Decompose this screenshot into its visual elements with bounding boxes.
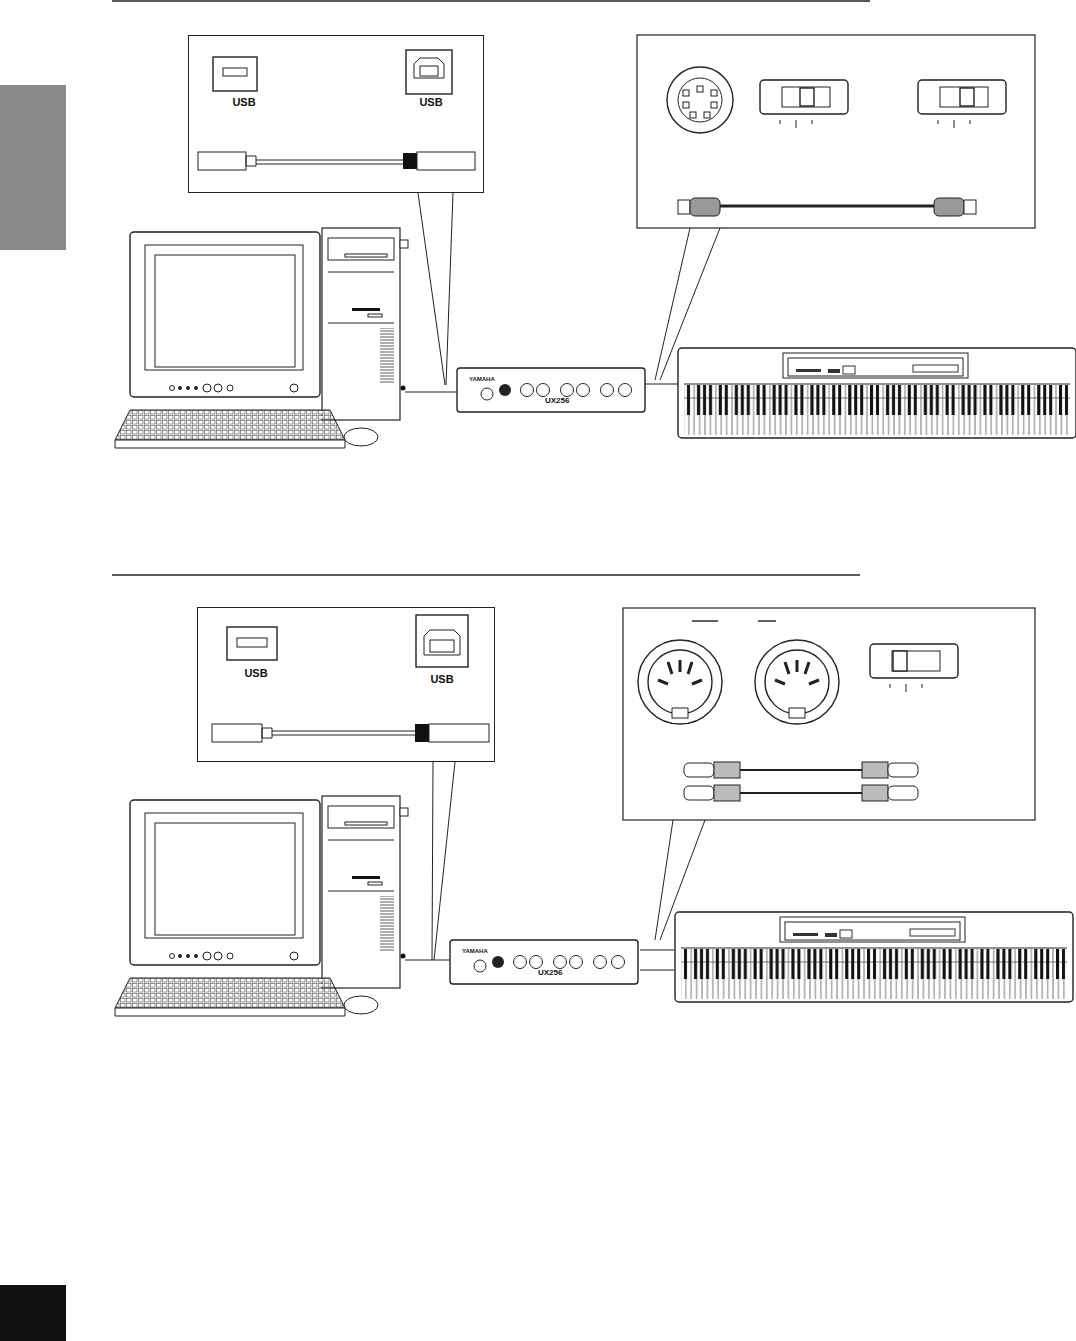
device-marking: YAMAHA	[462, 948, 488, 954]
port-label: USB	[244, 667, 267, 679]
device-marking: UX256	[545, 396, 569, 405]
device-marking: UX256	[538, 968, 562, 977]
device-marking: YAMAHA	[469, 376, 495, 382]
port-label: USB	[430, 673, 453, 685]
port-label: USB	[419, 96, 442, 108]
callout-box: USB USB	[197, 607, 495, 762]
port-label: USB	[232, 96, 255, 108]
callout-box: USB USB	[188, 35, 484, 193]
